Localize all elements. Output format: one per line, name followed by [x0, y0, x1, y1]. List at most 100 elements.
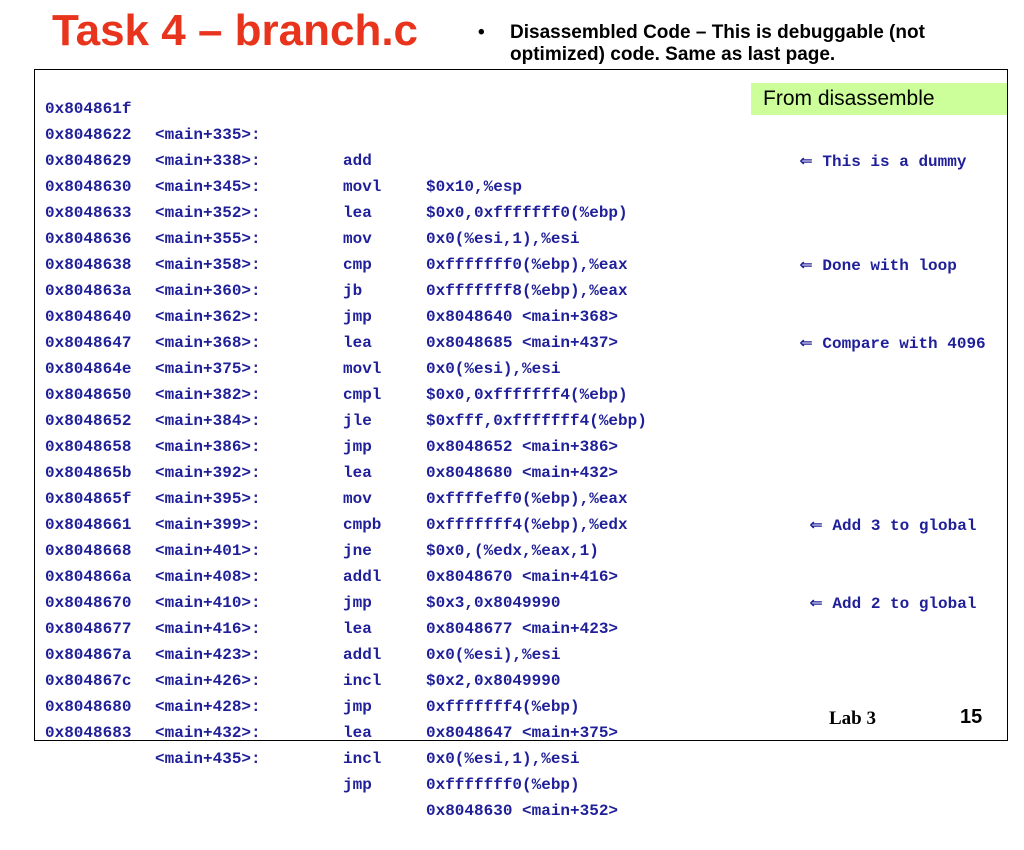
code-line: 0x8048636 <main+358>: jb 0x8048640 <main… [45, 200, 618, 326]
code-line: 0x8048629 <main+345>: lea 0x0(%esi,1),%e… [45, 122, 580, 248]
code-address: 0x804861f [45, 100, 132, 118]
code-opcode: lea [343, 620, 372, 638]
code-address: 0x8048680 [45, 698, 132, 716]
code-address: 0x8048661 [45, 516, 132, 534]
code-operands: $0x0,(%edx,%eax,1) [426, 542, 599, 560]
left-arrow-icon: ⇐ [809, 515, 823, 534]
code-operands: $0x2,0x8049990 [426, 672, 561, 690]
code-line: 0x804865b <main+395>: cmpb $0x0,(%edx,%e… [45, 434, 599, 560]
code-address: 0x804864e [45, 360, 132, 378]
code-operands: 0x0(%esi),%esi [426, 360, 561, 378]
code-line: 0x804867c <main+428>: lea 0x0(%esi,1),%e… [45, 642, 580, 768]
annotation-add2: ⇐ Add 2 to global [771, 564, 976, 613]
code-label: <main+432>: [155, 724, 261, 742]
code-address: 0x8048652 [45, 412, 132, 430]
annotation-text: Done with loop [822, 257, 957, 275]
code-opcode: incl [343, 750, 382, 768]
code-operands: 0x8048652 <main+386> [426, 438, 619, 456]
code-operands: $0xfff,0xfffffff4(%ebp) [426, 412, 647, 430]
annotation-dummy: ⇐ This is a dummy [761, 122, 966, 171]
code-address: 0x8048636 [45, 230, 132, 248]
code-label: <main+338>: [155, 152, 261, 170]
code-address: 0x8048668 [45, 542, 132, 560]
code-operands: 0xfffffff4(%ebp),%edx [426, 516, 628, 534]
code-operands: 0x0(%esi,1),%esi [426, 750, 580, 768]
code-label: <main+408>: [155, 568, 261, 586]
code-address: 0x8048630 [45, 178, 132, 196]
code-opcode: cmp [343, 256, 372, 274]
code-operands: 0xfffffff4(%ebp) [426, 698, 580, 716]
code-label: <main+360>: [155, 282, 261, 300]
code-operands: 0x8048647 <main+375> [426, 724, 619, 742]
code-label: <main+423>: [155, 646, 261, 664]
bullet-text: Disassembled Code – This is debuggable (… [510, 22, 925, 65]
code-operands: 0x8048680 <main+432> [426, 464, 619, 482]
code-opcode: jmp [343, 438, 372, 456]
code-opcode: jmp [343, 698, 372, 716]
left-arrow-icon: ⇐ [799, 333, 813, 352]
code-opcode: addl [343, 646, 382, 664]
code-opcode: cmpl [343, 386, 382, 404]
code-line: 0x8048661 <main+401>: addl $0x3,0x804999… [45, 486, 560, 612]
code-address: 0x8048622 [45, 126, 132, 144]
code-address: 0x8048640 [45, 308, 132, 326]
code-line: 0x804866a <main+410>: lea 0x0(%esi),%esi [45, 538, 560, 664]
code-label: <main+426>: [155, 672, 261, 690]
code-line: 0x8048683 <main+435>: jmp 0x8048630 <mai… [45, 694, 618, 820]
code-label: <main+392>: [155, 464, 261, 482]
code-operands: 0x8048630 <main+352> [426, 802, 619, 820]
bullet-symbol: • [478, 22, 485, 43]
code-label: <main+386>: [155, 438, 261, 456]
code-operands: 0x8048677 <main+423> [426, 620, 619, 638]
code-address: 0x8048683 [45, 724, 132, 742]
annotation-add3: ⇐ Add 3 to global [771, 486, 976, 535]
code-operands: 0x8048685 <main+437> [426, 334, 619, 352]
code-label: <main+382>: [155, 386, 261, 404]
code-label: <main+335>: [155, 126, 261, 144]
code-label: <main+375>: [155, 360, 261, 378]
code-opcode: lea [343, 334, 372, 352]
code-address: 0x8048677 [45, 620, 132, 638]
code-address: 0x8048647 [45, 334, 132, 352]
code-opcode: lea [343, 724, 372, 742]
code-opcode: jmp [343, 776, 372, 794]
code-operands: 0x8048670 <main+416> [426, 568, 619, 586]
code-line: 0x804864e <main+382>: jle 0x8048652 <mai… [45, 330, 618, 456]
code-line: 0x804865f <main+399>: jne 0x8048670 <mai… [45, 460, 618, 586]
code-address: 0x8048658 [45, 438, 132, 456]
code-address: 0x8048633 [45, 204, 132, 222]
code-label: <main+358>: [155, 256, 261, 274]
code-line: 0x804867a <main+426>: jmp 0x8048647 <mai… [45, 616, 618, 742]
code-address: 0x8048629 [45, 152, 132, 170]
code-line: 0x804861f <main+335>: add $0x10,%esp [45, 70, 522, 196]
annotation-text: Add 2 to global [832, 595, 977, 613]
code-line: 0x8048680 <main+432>: incl 0xfffffff0(%e… [45, 668, 580, 794]
code-label: <main+345>: [155, 178, 261, 196]
code-label: <main+355>: [155, 230, 261, 248]
code-label: <main+395>: [155, 490, 261, 508]
code-line: 0x8048647 <main+375>: cmpl $0xfff,0xffff… [45, 304, 647, 430]
code-label: <main+399>: [155, 516, 261, 534]
code-opcode: jmp [343, 308, 372, 326]
annotation-text: This is a dummy [822, 153, 967, 171]
code-line: 0x8048622 <main+338>: movl $0x0,0xffffff… [45, 96, 628, 222]
code-opcode: add [343, 152, 372, 170]
code-operands: $0x10,%esp [426, 178, 523, 196]
code-label: <main+352>: [155, 204, 261, 222]
code-opcode: lea [343, 464, 372, 482]
code-operands: $0x0,0xfffffff4(%ebp) [426, 386, 628, 404]
code-operands: 0x8048640 <main+368> [426, 308, 619, 326]
code-label: <main+384>: [155, 412, 261, 430]
code-address: 0x8048670 [45, 594, 132, 612]
code-opcode: movl [343, 360, 382, 378]
footer-label: Lab 3 [829, 708, 876, 729]
code-line: 0x8048677 <main+423>: incl 0xfffffff4(%e… [45, 590, 580, 716]
code-opcode: movl [343, 178, 382, 196]
code-opcode: jmp [343, 594, 372, 612]
code-line: 0x8048658 <main+392>: mov 0xfffffff4(%eb… [45, 408, 628, 534]
code-address: 0x804867a [45, 646, 132, 664]
code-operands: 0x0(%esi),%esi [426, 646, 561, 664]
code-label: <main+410>: [155, 594, 261, 612]
code-label: <main+428>: [155, 698, 261, 716]
code-address: 0x804865f [45, 490, 132, 508]
